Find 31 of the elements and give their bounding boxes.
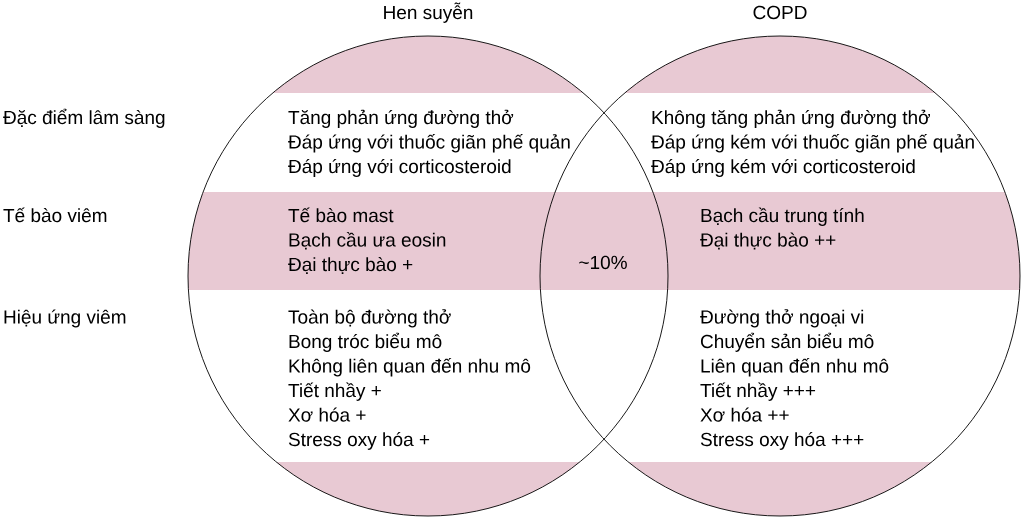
row-label: Tế bào viêm: [3, 207, 107, 223]
feature-text: Tế bào mast: [288, 207, 394, 223]
feature-text: Bạch cầu trung tính: [701, 207, 864, 226]
feature-text: Stress oxy hóa +: [288, 432, 430, 450]
feature-text: Xơ hóa +: [288, 407, 366, 422]
feature-text: Xơ hóa ++: [700, 407, 789, 422]
feature-text: Stress oxy hóa +++: [700, 432, 864, 450]
shaded-band: [276, 462, 932, 516]
feature-text: Đáp ứng kém với thuốc giãn phế quản: [651, 133, 974, 153]
feature-text: Bạch cầu ưa eosin: [289, 231, 446, 250]
feature-text: Không tăng phản ứng đường thở: [652, 109, 930, 128]
row-label: Hiệu ứng viêm: [4, 309, 126, 328]
circle-title: COPD: [753, 5, 807, 20]
feature-text: Liên quan đến nhu mô: [701, 357, 889, 377]
feature-text: Tăng phản ứng đường thở: [288, 109, 514, 128]
feature-text: Không liên quan đến nhu mô: [289, 357, 531, 377]
feature-text: Toàn bộ đường thở: [288, 309, 451, 328]
overlap-label: ~10%: [579, 255, 627, 270]
feature-text: Tiết nhầy +++: [700, 382, 816, 401]
feature-text: Bong tróc biểu mô: [289, 332, 442, 352]
row-label: Đặc điểm lâm sàng: [3, 108, 165, 128]
feature-text: Chuyển sản biểu mô: [700, 332, 874, 352]
feature-text: Đáp ứng kém với corticosteroid: [651, 159, 915, 177]
feature-text: Đại thực bào +: [288, 257, 413, 274]
feature-text: Tiết nhầy +: [288, 382, 381, 401]
circle-title: Hen suyễn: [384, 2, 473, 23]
feature-text: Đáp ứng với corticosteroid: [288, 159, 511, 177]
feature-text: Đáp ứng với thuốc giãn phế quản: [288, 133, 570, 153]
feature-text: Đường thở ngoại vi: [700, 309, 864, 328]
feature-text: Đại thực bào ++: [700, 232, 836, 250]
shaded-band: [272, 36, 936, 93]
